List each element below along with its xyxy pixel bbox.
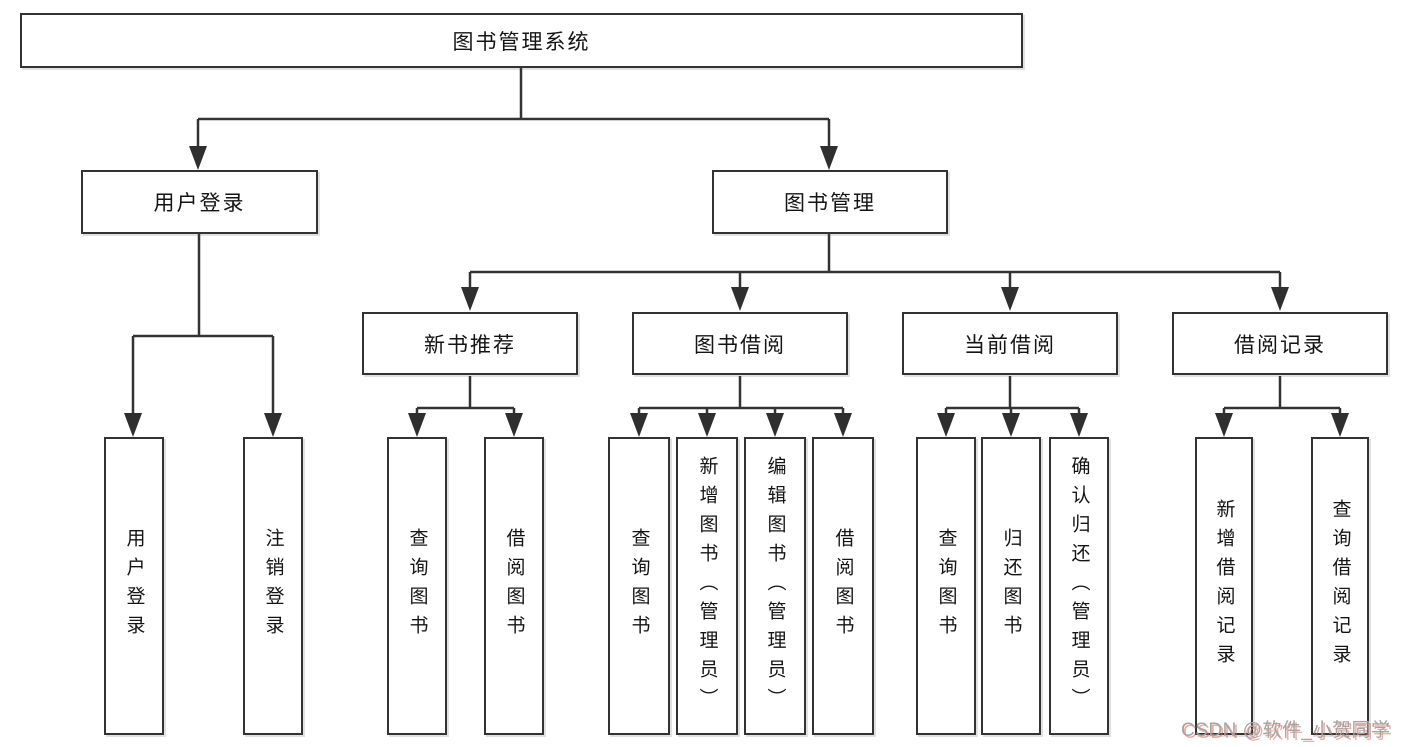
leaf-confirm-return-admin: 确认归还（管理员） (1049, 437, 1109, 735)
node-book-management: 图书管理 (712, 170, 948, 234)
leaf-query-books-borrow: 查询图书 (608, 437, 670, 735)
leaf-label: 借阅图书 (503, 528, 525, 644)
leaf-query-books-current: 查询图书 (916, 437, 976, 735)
leaf-label: 查询图书 (406, 528, 428, 644)
leaf-label: 归还图书 (1000, 528, 1022, 644)
leaf-label: 查询图书 (935, 528, 957, 644)
leaf-query-books-recommend: 查询图书 (387, 437, 447, 735)
leaf-label: 注销登录 (262, 528, 284, 644)
leaf-user-login: 用户登录 (104, 437, 164, 735)
leaf-add-books-admin: 新增图书（管理员） (676, 437, 738, 735)
leaf-label: 新增图书（管理员） (696, 455, 718, 717)
node-user-login: 用户登录 (81, 170, 318, 234)
node-new-book-recommend: 新书推荐 (362, 312, 578, 375)
node-borrow-records: 借阅记录 (1172, 312, 1388, 375)
leaf-label: 查询图书 (628, 528, 650, 644)
leaf-return-books: 归还图书 (981, 437, 1041, 735)
leaf-label: 查询借阅记录 (1329, 499, 1351, 673)
leaf-borrow-books-recommend: 借阅图书 (484, 437, 544, 735)
csdn-watermark: CSDN @软件_小贺同学 (1181, 720, 1391, 741)
leaf-logout: 注销登录 (243, 437, 303, 735)
node-book-borrow: 图书借阅 (632, 312, 848, 375)
leaf-label: 用户登录 (123, 528, 145, 644)
leaf-borrow-books: 借阅图书 (812, 437, 874, 735)
node-root-system: 图书管理系统 (20, 13, 1023, 68)
leaf-query-borrow-record: 查询借阅记录 (1311, 437, 1369, 735)
leaf-add-borrow-record: 新增借阅记录 (1195, 437, 1253, 735)
node-current-borrow: 当前借阅 (902, 312, 1118, 375)
leaf-label: 新增借阅记录 (1213, 499, 1235, 673)
leaf-edit-books-admin: 编辑图书（管理员） (744, 437, 806, 735)
leaf-label: 确认归还（管理员） (1068, 455, 1090, 717)
leaf-label: 编辑图书（管理员） (764, 455, 786, 717)
leaf-label: 借阅图书 (832, 528, 854, 644)
